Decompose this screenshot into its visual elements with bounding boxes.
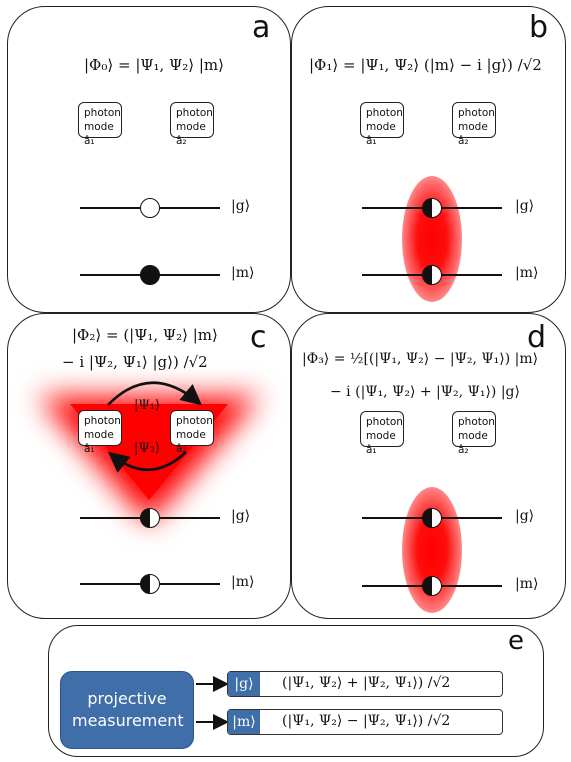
panel-a-equation: |Φ₀⟩ = |Ψ₁, Ψ₂⟩ |m⟩ <box>84 56 224 74</box>
photon-mode-2-box: photon mode â₂ <box>452 102 496 147</box>
panel-b-equation: |Φ₁⟩ = |Ψ₁, Ψ₂⟩ (|m⟩ − i |g⟩) /√2 <box>309 56 542 74</box>
panel-d-equation-line1: |Φ₃⟩ = ½[(|Ψ₁, Ψ₂⟩ − |Ψ₂, Ψ₁⟩) |m⟩ <box>302 351 539 367</box>
outcome-g-tag: |g⟩ <box>228 672 260 696</box>
half-filled-state-dot <box>140 508 160 528</box>
panel-b-letter: b <box>529 10 549 45</box>
photon-mode-1-box: photon mode â₁ <box>78 410 122 455</box>
ket-m-label: |m⟩ <box>515 265 539 281</box>
outcome-m-tag: |m⟩ <box>228 710 260 734</box>
half-filled-state-dot <box>422 265 442 285</box>
panel-a-letter: a <box>252 10 271 45</box>
panel-c-equation-line2: − i |Ψ₂, Ψ₁⟩ |g⟩) /√2 <box>62 353 208 371</box>
half-filled-state-dot <box>422 576 442 596</box>
half-filled-state-dot <box>422 508 442 528</box>
panel-c-equation-line1: |Φ₂⟩ = (|Ψ₁, Ψ₂⟩ |m⟩ <box>72 326 218 344</box>
ket-m-label: |m⟩ <box>231 265 255 281</box>
panel-d-letter: d <box>527 320 547 355</box>
arrow-label-psi1: |Ψ₁⟩ <box>134 398 161 413</box>
mode-label-line2: mode â₁ <box>84 429 114 455</box>
half-filled-state-dot <box>140 574 160 594</box>
photon-mode-1-box: photon mode â₁ <box>78 102 122 147</box>
photon-mode-2-box: photon mode â₂ <box>170 410 214 455</box>
mode-label-line1: photon <box>84 415 121 427</box>
ket-m-label: |m⟩ <box>515 576 539 592</box>
panel-e-letter: e <box>508 626 524 656</box>
photon-mode-1-box: photon mode â₁ <box>360 411 404 456</box>
photon-mode-2-box: photon mode â₂ <box>452 411 496 456</box>
panel-a <box>7 6 291 313</box>
mode-label-line2: mode â₁ <box>366 430 396 456</box>
mode-label-line2: mode â₁ <box>84 121 114 147</box>
ket-g-label: |g⟩ <box>515 508 535 524</box>
panel-d-equation-line2: − i (|Ψ₁, Ψ₂⟩ + |Ψ₂, Ψ₁⟩) |g⟩ <box>330 384 520 400</box>
empty-state-dot <box>140 198 160 218</box>
mode-label-line2: mode â₂ <box>176 429 206 455</box>
half-filled-state-dot <box>422 198 442 218</box>
filled-state-dot <box>140 265 160 285</box>
mode-label-line2: mode â₂ <box>176 121 206 147</box>
mode-label-line1: photon <box>366 416 403 428</box>
outcome-m-box: |m⟩ (|Ψ₁, Ψ₂⟩ − |Ψ₂, Ψ₁⟩) /√2 <box>227 709 503 735</box>
arrow-label-psi2: |Ψ₂⟩ <box>134 441 161 456</box>
mode-label-line1: photon <box>458 416 495 428</box>
mode-label-line1: photon <box>176 107 213 119</box>
outcome-g-state: (|Ψ₁, Ψ₂⟩ + |Ψ₂, Ψ₁⟩) /√2 <box>282 675 451 691</box>
photon-mode-2-box: photon mode â₂ <box>170 102 214 147</box>
measurement-label: projective measurement <box>72 689 184 730</box>
mode-label-line2: mode â₂ <box>458 430 488 456</box>
ket-m-label: |m⟩ <box>231 574 255 590</box>
projective-measurement-box: projective measurement <box>60 671 194 749</box>
mode-label-line1: photon <box>84 107 121 119</box>
outcome-g-box: |g⟩ (|Ψ₁, Ψ₂⟩ + |Ψ₂, Ψ₁⟩) /√2 <box>227 671 503 697</box>
outcome-m-state: (|Ψ₁, Ψ₂⟩ − |Ψ₂, Ψ₁⟩) /√2 <box>282 713 451 729</box>
mode-label-line2: mode â₂ <box>458 121 488 147</box>
ket-g-label: |g⟩ <box>515 198 535 214</box>
ket-g-label: |g⟩ <box>231 508 251 524</box>
mode-label-line1: photon <box>458 107 495 119</box>
mode-label-line2: mode â₁ <box>366 121 396 147</box>
mode-label-line1: photon <box>366 107 403 119</box>
mode-label-line1: photon <box>176 415 213 427</box>
ket-g-label: |g⟩ <box>231 198 251 214</box>
photon-mode-1-box: photon mode â₁ <box>360 102 404 147</box>
panel-c-letter: c <box>250 320 267 355</box>
